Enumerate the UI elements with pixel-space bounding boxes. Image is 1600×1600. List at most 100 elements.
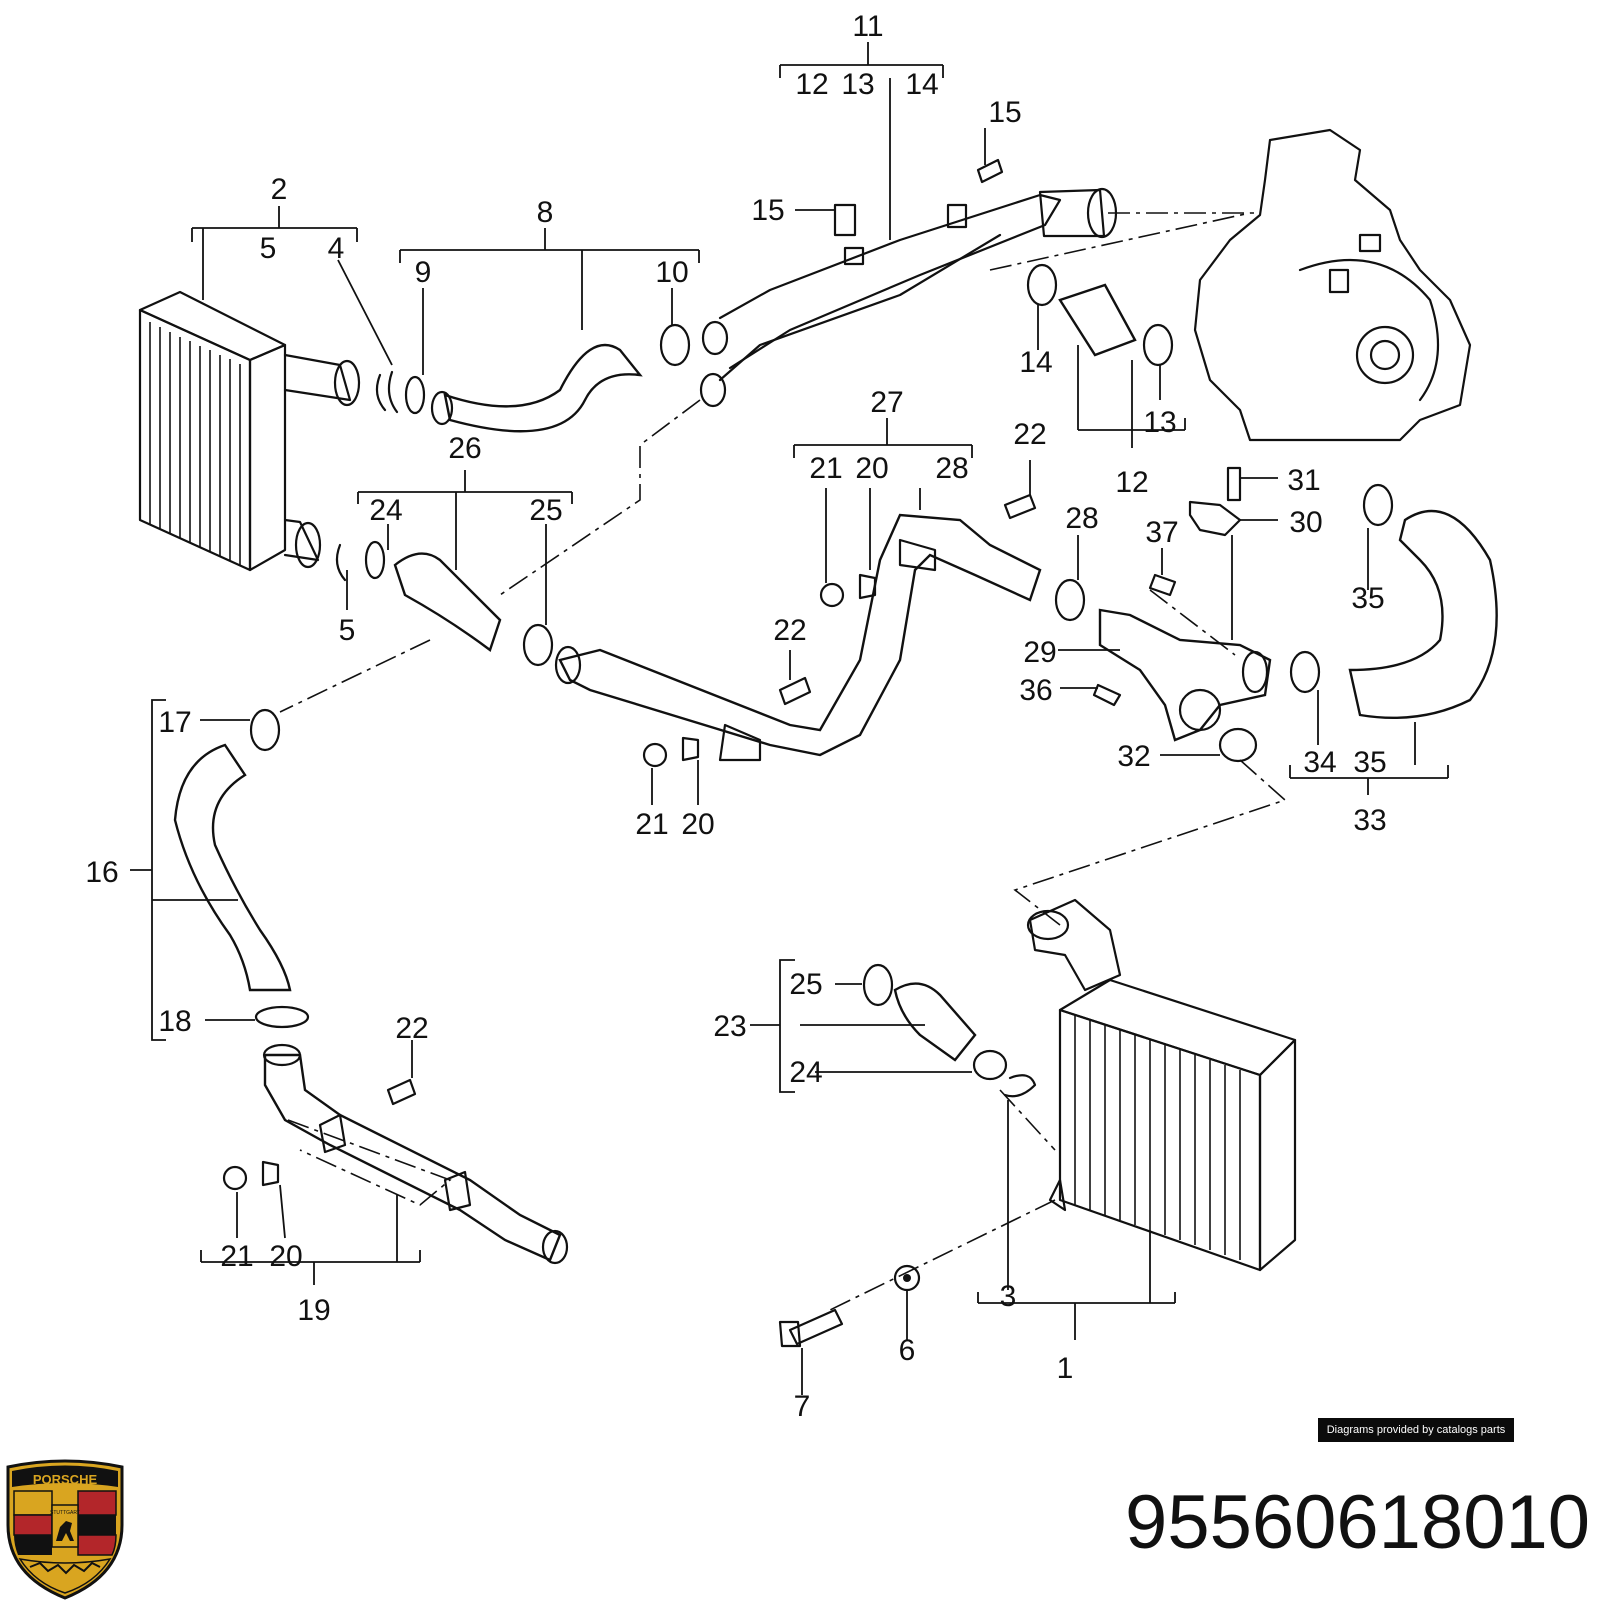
pipe-19 bbox=[263, 1053, 562, 1262]
callout-14a: 14 bbox=[905, 68, 938, 101]
bushing-20b bbox=[681, 736, 700, 762]
hose-8 bbox=[443, 344, 643, 433]
bolt-36 bbox=[1092, 683, 1122, 707]
intercooler-left bbox=[138, 290, 361, 572]
porsche-crest-icon: PORSCHE STUTTGART bbox=[6, 1459, 124, 1600]
bolt-22c bbox=[386, 1078, 417, 1106]
bolt-15b bbox=[833, 203, 857, 237]
callout-25b: 25 bbox=[789, 968, 822, 1001]
callout-15a: 15 bbox=[988, 96, 1021, 129]
callout-28a: 28 bbox=[935, 452, 968, 485]
gasket-32 bbox=[1218, 727, 1258, 763]
grommet-21a bbox=[819, 582, 845, 608]
seal-4 bbox=[375, 370, 399, 414]
pipe-27 bbox=[558, 513, 1042, 757]
clamp-34 bbox=[1289, 650, 1321, 694]
seal-5b bbox=[335, 543, 347, 582]
bolt-31 bbox=[1226, 466, 1242, 502]
bolt-15a bbox=[976, 158, 1004, 184]
callout-21b: 21 bbox=[635, 808, 668, 841]
intercooler-right bbox=[1026, 898, 1297, 1272]
callout-7: 7 bbox=[794, 1390, 811, 1423]
turbocharger bbox=[1193, 128, 1472, 442]
callout-30: 30 bbox=[1289, 506, 1322, 539]
o-ring-24b bbox=[972, 1049, 1008, 1081]
callout-23: 23 bbox=[713, 1010, 746, 1043]
hose-16 bbox=[173, 743, 292, 992]
callout-3: 3 bbox=[1000, 1280, 1017, 1313]
callout-8: 8 bbox=[537, 196, 554, 229]
callout-6: 6 bbox=[899, 1334, 916, 1367]
clamp-35 bbox=[1362, 483, 1394, 527]
callout-24a: 24 bbox=[369, 494, 402, 527]
grommet-21c bbox=[222, 1165, 248, 1191]
clamp-14 bbox=[1026, 263, 1058, 307]
callout-10: 10 bbox=[655, 256, 688, 289]
clamp-25b bbox=[862, 963, 894, 1007]
callout-11: 11 bbox=[852, 10, 883, 43]
callout-21c: 21 bbox=[220, 1240, 253, 1273]
clamp-28 bbox=[1054, 578, 1086, 622]
callout-33: 33 bbox=[1353, 804, 1386, 837]
callout-18: 18 bbox=[158, 1005, 191, 1038]
hose-23 bbox=[893, 982, 977, 1062]
callout-22b: 22 bbox=[773, 614, 806, 647]
part-number: 95560618010 bbox=[1125, 1480, 1590, 1565]
callout-34: 34 bbox=[1303, 746, 1336, 779]
callout-9: 9 bbox=[415, 256, 432, 289]
intake-pipe-11 bbox=[699, 187, 1118, 408]
callout-19: 19 bbox=[297, 1294, 330, 1327]
callout-28b: 28 bbox=[1065, 502, 1098, 535]
callout-20a: 20 bbox=[855, 452, 888, 485]
logo-wordmark: PORSCHE bbox=[33, 1472, 98, 1487]
callout-37: 37 bbox=[1145, 516, 1178, 549]
callout-27: 27 bbox=[870, 386, 903, 419]
callout-32: 32 bbox=[1117, 740, 1150, 773]
clamp-18 bbox=[254, 1005, 310, 1029]
callout-13a: 13 bbox=[841, 68, 874, 101]
callout-5a: 5 bbox=[260, 232, 277, 265]
clamp-13 bbox=[1142, 323, 1174, 367]
callout-14b: 14 bbox=[1019, 346, 1052, 379]
sensor-30 bbox=[1188, 500, 1242, 537]
bolt-7 bbox=[778, 1308, 844, 1348]
callout-26: 26 bbox=[448, 432, 481, 465]
clamp-17 bbox=[249, 708, 281, 752]
callout-20b: 20 bbox=[681, 808, 714, 841]
callout-4: 4 bbox=[328, 232, 345, 265]
callout-17: 17 bbox=[158, 706, 191, 739]
grommet-21b bbox=[642, 742, 668, 768]
bolt-37 bbox=[1148, 573, 1177, 597]
callout-22c: 22 bbox=[395, 1012, 428, 1045]
bolt-22a bbox=[1003, 493, 1037, 520]
callout-15b: 15 bbox=[751, 194, 784, 227]
bushing-20c bbox=[261, 1160, 280, 1187]
credit-label: Diagrams provided by catalogs parts bbox=[1318, 1418, 1514, 1442]
hose-26 bbox=[393, 552, 502, 652]
callout-24b: 24 bbox=[789, 1056, 822, 1089]
o-ring-9 bbox=[404, 375, 426, 415]
clamp-25 bbox=[522, 623, 554, 667]
throttle-body-29 bbox=[1098, 608, 1272, 742]
callout-35a: 35 bbox=[1351, 582, 1384, 615]
callout-36: 36 bbox=[1019, 674, 1052, 707]
leader-lines bbox=[130, 42, 1449, 1395]
connection-lines bbox=[279, 212, 1287, 1311]
callout-25a: 25 bbox=[529, 494, 562, 527]
callout-2: 2 bbox=[271, 173, 288, 206]
hose-12 bbox=[1058, 283, 1137, 357]
callout-21a: 21 bbox=[809, 452, 842, 485]
callout-1: 1 bbox=[1057, 1352, 1074, 1385]
callout-12a: 12 bbox=[795, 68, 828, 101]
callout-5b: 5 bbox=[339, 614, 356, 647]
callout-29: 29 bbox=[1023, 636, 1056, 669]
callout-20c: 20 bbox=[269, 1240, 302, 1273]
clamp-10 bbox=[659, 323, 691, 367]
callout-16: 16 bbox=[85, 856, 118, 889]
seal-3 bbox=[1003, 1074, 1037, 1098]
bushing-20a bbox=[858, 573, 877, 600]
callout-12b: 12 bbox=[1115, 466, 1148, 499]
callouts: 1 2 3 4 5 5 6 7 8 9 10 11 12 13 14 15 15… bbox=[85, 10, 1386, 1423]
callout-22a: 22 bbox=[1013, 418, 1046, 451]
